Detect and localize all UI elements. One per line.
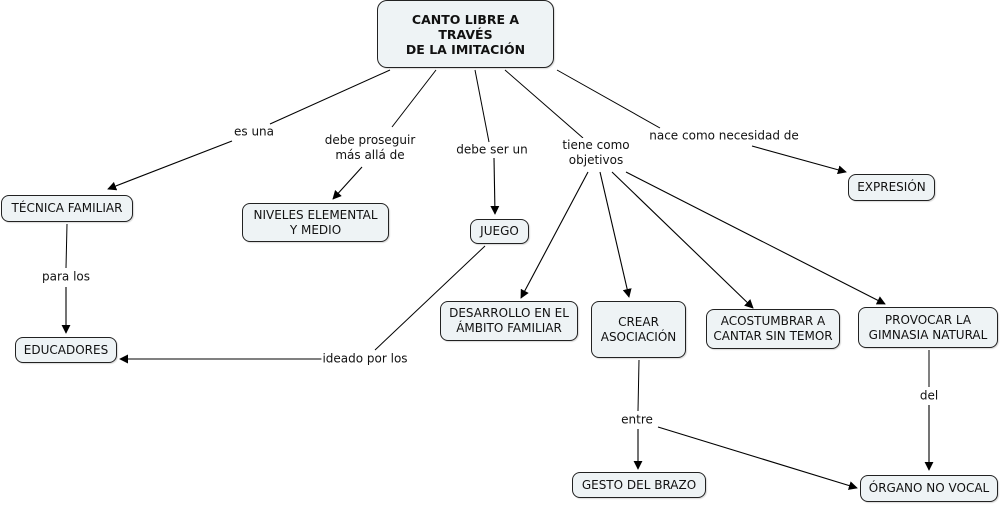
connector-line <box>504 69 584 139</box>
root-concept-node[interactable]: CANTO LIBRE A TRAVÉS DE LA IMITACIÓN <box>377 0 554 68</box>
concept-node-expresion[interactable]: EXPRESIÓN <box>848 174 935 201</box>
concept-label: DESARROLLO EN EL ÁMBITO FAMILIAR <box>449 306 569 335</box>
connector-arrow-to-acostumbrar <box>611 171 754 309</box>
link-label-nace[interactable]: nace como necesidad de <box>648 128 800 144</box>
link-label-entre[interactable]: entre <box>620 412 654 428</box>
connector-line <box>637 359 640 412</box>
concept-node-educadores[interactable]: EDUCADORES <box>15 337 117 363</box>
concept-label: ÓRGANO NO VOCAL <box>868 481 990 495</box>
link-label-ideado[interactable]: ideado por los <box>321 351 409 367</box>
link-label-esuna[interactable]: es una <box>232 124 276 140</box>
connector-arrow-to-desarrollo <box>520 171 589 299</box>
concept-label: JUEGO <box>480 224 519 238</box>
concept-node-gesto[interactable]: GESTO DEL BRAZO <box>572 472 706 498</box>
connector-line <box>474 69 490 143</box>
concept-node-niveles[interactable]: NIVELES ELEMENTAL Y MEDIO <box>242 203 389 242</box>
concept-label: TÉCNICA FAMILIAR <box>11 201 123 215</box>
link-label-tiene[interactable]: tiene como objetivos <box>561 138 631 168</box>
concept-label: CREAR ASOCIACIÓN <box>600 314 677 344</box>
concept-node-desarrollo[interactable]: DESARROLLO EN EL ÁMBITO FAMILIAR <box>440 301 578 341</box>
link-label-para[interactable]: para los <box>41 269 91 285</box>
connector-arrow-to-provocar <box>625 171 886 305</box>
concept-node-acostumbrar[interactable]: ACOSTUMBRAR A CANTAR SIN TEMOR <box>706 309 840 349</box>
concept-label: PROVOCAR LA GIMNASIA NATURAL <box>868 312 988 342</box>
connector-line <box>374 245 486 351</box>
connector-arrow-to-organo <box>657 426 858 490</box>
connector-line <box>269 69 391 125</box>
concept-label: ACOSTUMBRAR A CANTAR SIN TEMOR <box>713 314 833 343</box>
concept-node-tecnica[interactable]: TÉCNICA FAMILIAR <box>1 195 133 222</box>
concept-label: EXPRESIÓN <box>857 180 926 194</box>
connector-line <box>391 69 437 128</box>
connector-arrow-to-niveles <box>332 166 363 200</box>
concept-label: NIVELES ELEMENTAL Y MEDIO <box>253 207 378 237</box>
concept-label: GESTO DEL BRAZO <box>581 477 697 492</box>
link-label-debepros[interactable]: debe proseguir más allá de <box>323 133 417 163</box>
connector-line <box>556 69 661 129</box>
concept-label: CANTO LIBRE A TRAVÉS DE LA IMITACIÓN <box>405 11 526 57</box>
link-label-del[interactable]: del <box>918 388 940 404</box>
concept-node-juego[interactable]: JUEGO <box>470 219 529 244</box>
connector-arrow-to-tecnica <box>107 140 233 191</box>
connector-line <box>65 223 68 269</box>
concept-node-crear[interactable]: CREAR ASOCIACIÓN <box>591 301 686 358</box>
connector-arrow-to-juego <box>490 157 500 215</box>
connector-arrow-to-expresion <box>751 145 847 175</box>
concept-label: EDUCADORES <box>23 342 109 357</box>
concept-node-organo[interactable]: ÓRGANO NO VOCAL <box>860 475 998 502</box>
connector-arrow-to-crear <box>599 171 632 298</box>
concept-node-provocar[interactable]: PROVOCAR LA GIMNASIA NATURAL <box>858 307 998 348</box>
link-label-debeser[interactable]: debe ser un <box>455 142 529 158</box>
